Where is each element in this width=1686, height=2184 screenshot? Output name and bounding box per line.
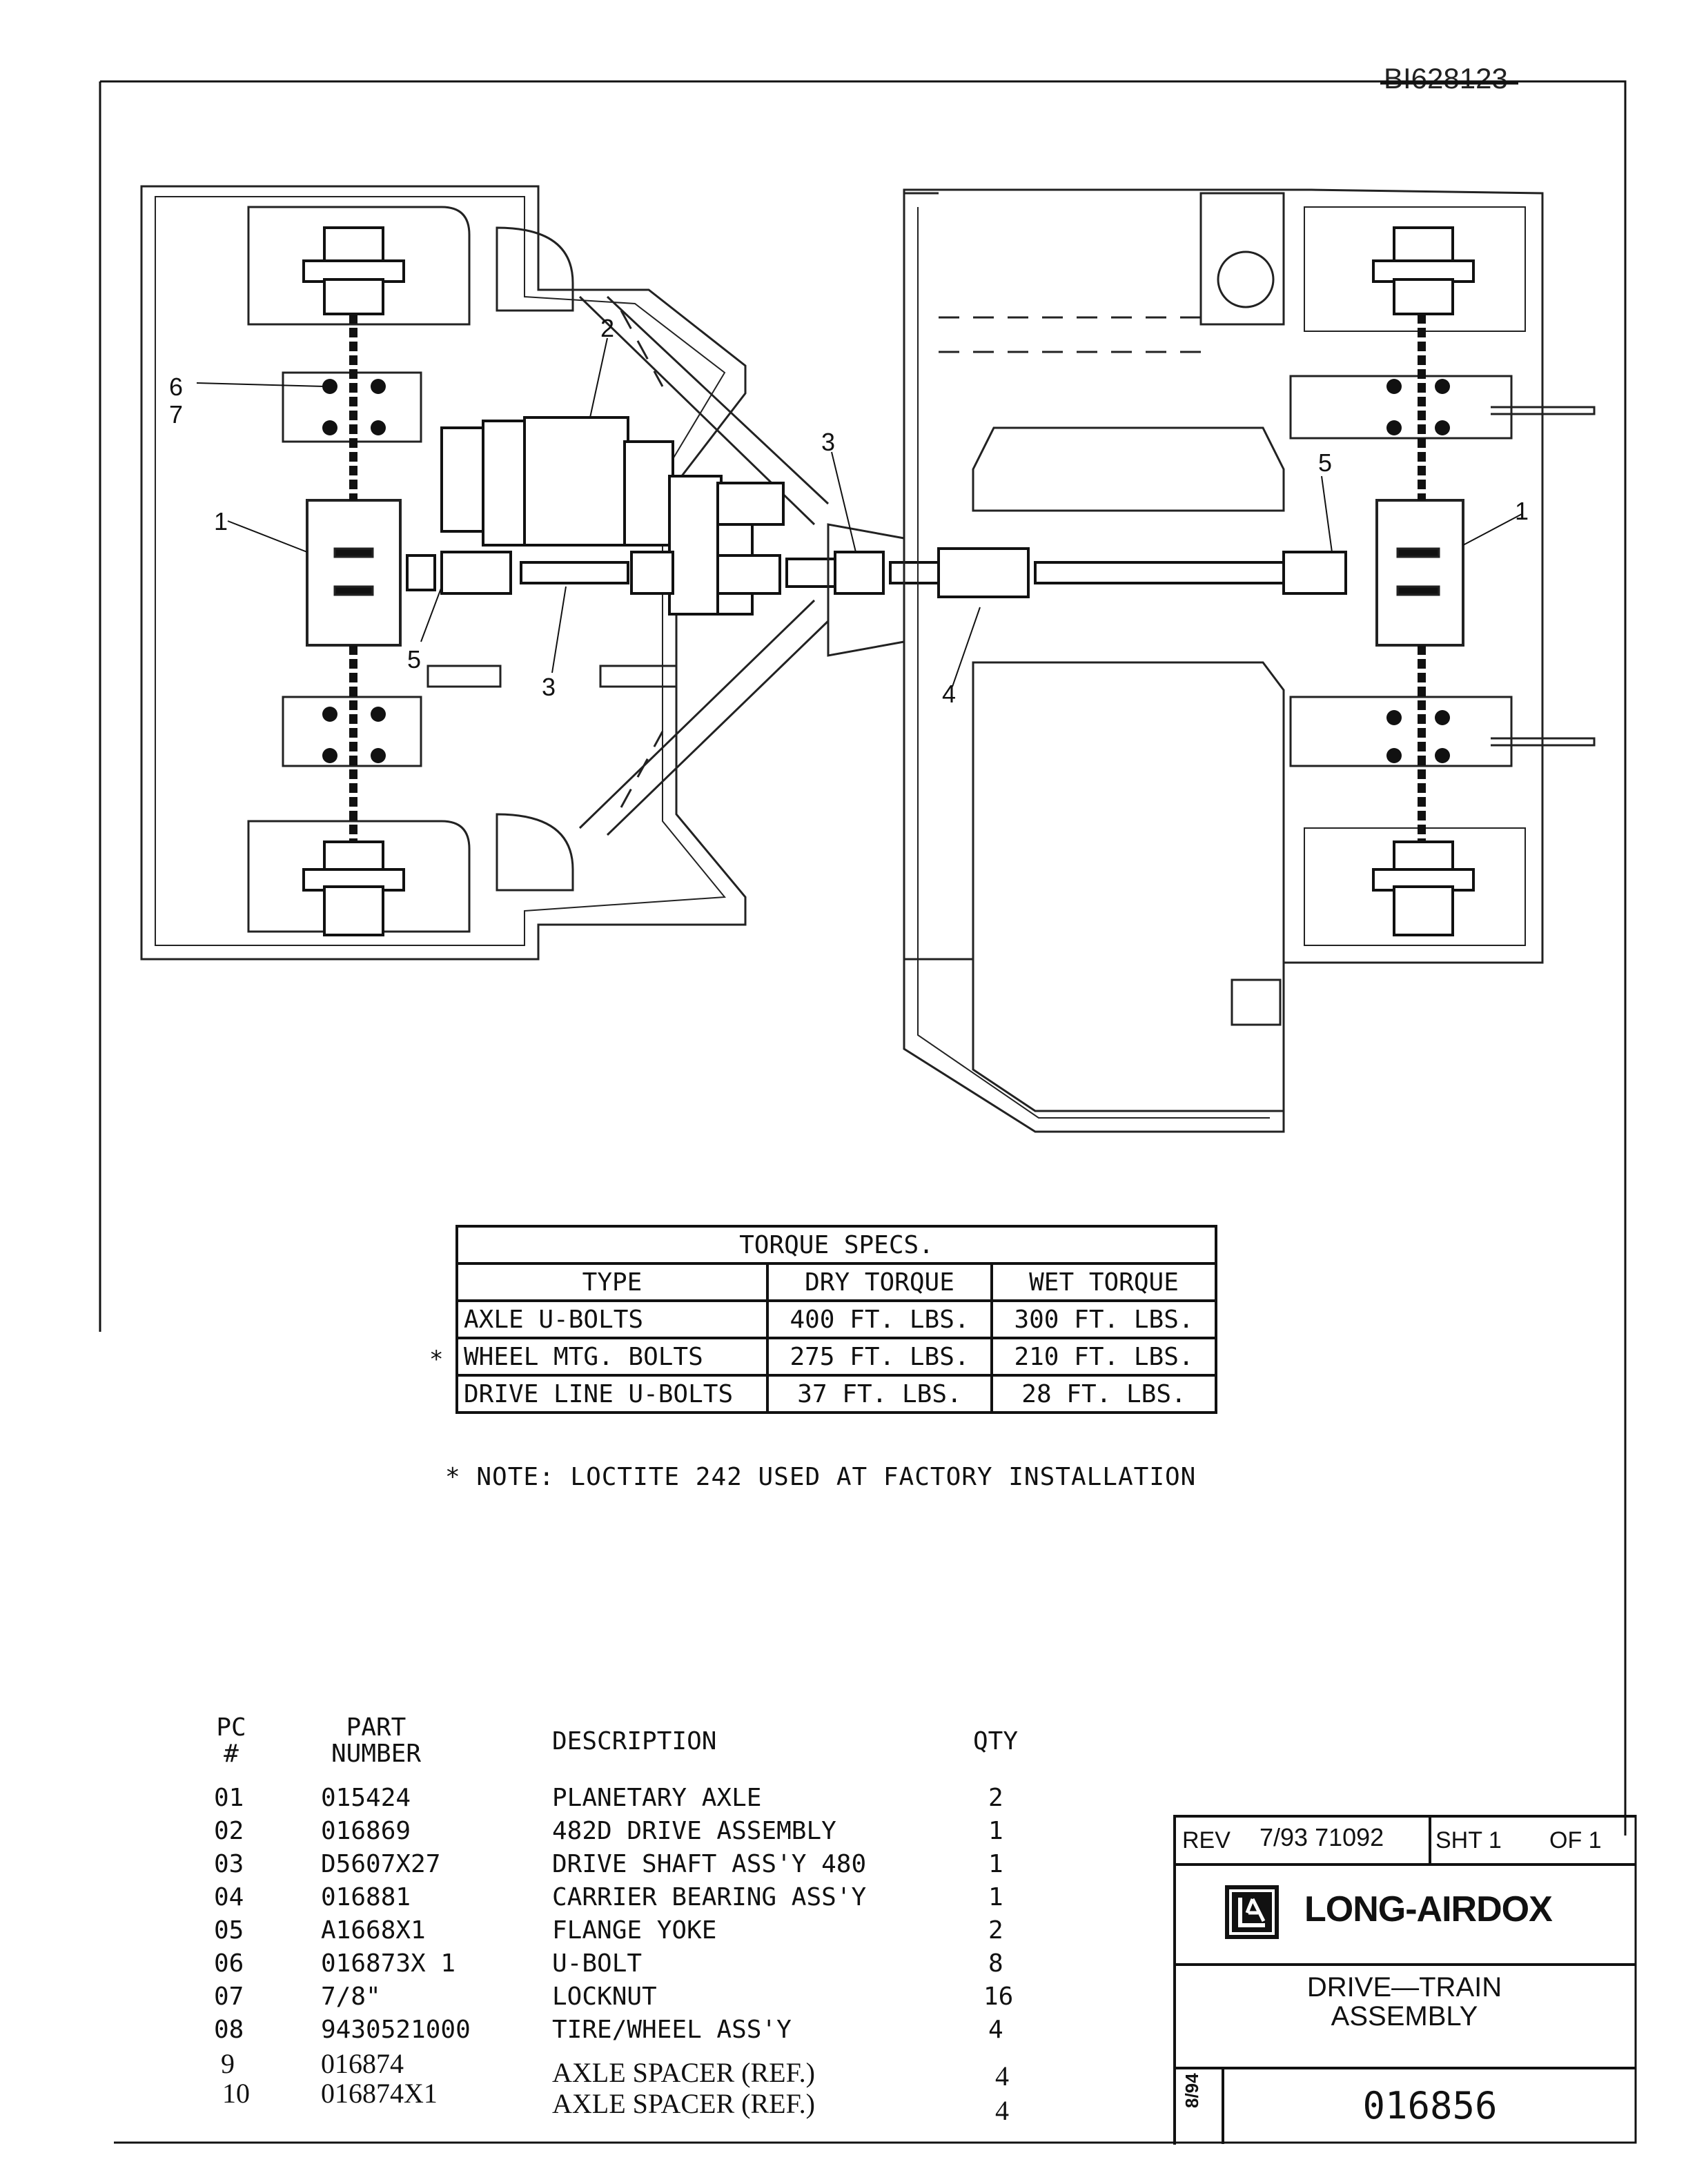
star-marker: * [429,1346,444,1373]
part-description: DRIVE SHAFT ASS'Y 480 [552,1850,867,1878]
torque-header-dry: DRY TORQUE [766,1262,993,1302]
right-wheels [1372,226,1475,936]
rev-value: 7/93 71092 [1259,1823,1384,1851]
part-qty: 1 [988,1850,1003,1878]
part-number: 016881 [321,1883,411,1911]
company-logo-icon [1225,1885,1279,1939]
part-pc: 06 [214,1949,244,1978]
torque-type: WHEEL MTG. BOLTS [455,1337,769,1377]
torque-dry: 275 FT. LBS. [766,1337,993,1377]
callout-3-bottom: 3 [542,673,556,701]
company-name: LONG-AIRDOX [1304,1889,1553,1929]
torque-wet: 210 FT. LBS. [990,1337,1217,1377]
callout-5-right: 5 [1318,449,1333,477]
part-number: 016874 [321,2048,404,2079]
torque-header-type: TYPE [455,1262,769,1302]
left-ubolt-nuts [322,379,386,763]
part-description: U-BOLT [552,1949,643,1978]
part-pc: 9 [221,2048,235,2079]
sheet-border [99,80,1637,2144]
callout-7: 7 [169,400,184,429]
parts-header-qty: QTY [973,1727,1019,1755]
part-description: AXLE SPACER (REF.) [552,2088,815,2119]
part-pc: 08 [214,2016,244,2044]
part-number: 7/8" [321,1983,381,2011]
part-number: 015424 [321,1784,411,1812]
right-chassis [827,188,1596,1133]
part-qty: 4 [995,2060,1009,2092]
parts-header-description: DESCRIPTION [552,1727,717,1755]
part-number: 9430521000 [321,2016,471,2044]
parts-header-pc: PC # [216,1713,246,1768]
torque-dry: 37 FT. LBS. [766,1374,993,1414]
torque-specs-table: TORQUE SPECS. TYPE DRY TORQUE WET TORQUE… [455,1225,1217,1414]
part-qty: 8 [988,1949,1003,1978]
parts-header-part-number: PART NUMBER [331,1713,422,1768]
drawing-date: 8/94 [1182,2073,1202,2108]
callout-3-top: 3 [821,428,836,456]
part-pc: 01 [214,1784,244,1812]
document-id: BI628123 [1384,62,1508,95]
left-wheels [302,226,405,936]
right-ubolt-nuts [1386,379,1450,763]
factory-note: * NOTE: LOCTITE 242 USED AT FACTORY INST… [445,1463,1197,1491]
callout-4: 4 [942,680,957,708]
part-description: LOCKNUT [552,1983,657,2011]
callout-5-left: 5 [407,645,422,673]
rev-label: REV [1182,1827,1231,1853]
part-description: AXLE SPACER (REF.) [552,2057,815,2088]
part-qty: 16 [983,1983,1014,2011]
drawing-title-line1: DRIVE—TRAIN [1306,1972,1502,2003]
callout-2: 2 [600,314,615,342]
torque-wet: 300 FT. LBS. [990,1299,1217,1339]
drawing-title-line2: ASSEMBLY [1331,2001,1478,2031]
callout-1-right: 1 [1515,497,1529,525]
sheet-number: SHT 1 [1435,1827,1502,1853]
torque-type: DRIVE LINE U-BOLTS [455,1374,769,1414]
part-description: PLANETARY AXLE [552,1784,762,1812]
torque-type: AXLE U-BOLTS [455,1299,769,1339]
sheet-of: OF 1 [1549,1827,1602,1853]
callout-6: 6 [169,373,184,401]
part-number: 016873X 1 [321,1949,456,1978]
part-number: D5607X27 [321,1850,441,1878]
part-qty: 4 [995,2095,1009,2126]
part-pc: 07 [214,1983,244,2011]
part-pc: 05 [214,1916,244,1945]
torque-row: DRIVE LINE U-BOLTS 37 FT. LBS. 28 FT. LB… [455,1374,1217,1414]
part-qty: 1 [988,1817,1003,1845]
part-description: FLANGE YOKE [552,1916,717,1945]
drive-shafts [406,547,1347,598]
part-pc: 04 [214,1883,244,1911]
part-pc: 02 [214,1817,244,1845]
part-qty: 4 [988,2016,1003,2044]
part-pc: 03 [214,1850,244,1878]
torque-row: AXLE U-BOLTS 400 FT. LBS. 300 FT. LBS. [455,1299,1217,1339]
part-qty: 1 [988,1883,1003,1911]
drive-assembly [440,416,785,616]
part-number: 016874X1 [321,2078,438,2109]
torque-wet: 28 FT. LBS. [990,1374,1217,1414]
part-pc: 10 [222,2078,250,2109]
torque-header-wet: WET TORQUE [990,1262,1217,1302]
part-number: A1668X1 [321,1916,426,1945]
torque-row: WHEEL MTG. BOLTS 275 FT. LBS. 210 FT. LB… [455,1337,1217,1377]
part-qty: 2 [988,1916,1003,1945]
part-description: TIRE/WHEEL ASS'Y [552,2016,792,2044]
torque-dry: 400 FT. LBS. [766,1299,993,1339]
callout-1-left: 1 [214,507,228,535]
part-number: 016869 [321,1817,411,1845]
part-description: CARRIER BEARING ASS'Y [552,1883,867,1911]
part-qty: 2 [988,1784,1003,1812]
part-description: 482D DRIVE ASSEMBLY [552,1817,836,1845]
torque-table-title: TORQUE SPECS. [455,1225,1217,1265]
drawing-number: 016856 [1362,2084,1498,2127]
callout-leaders [196,337,1522,687]
